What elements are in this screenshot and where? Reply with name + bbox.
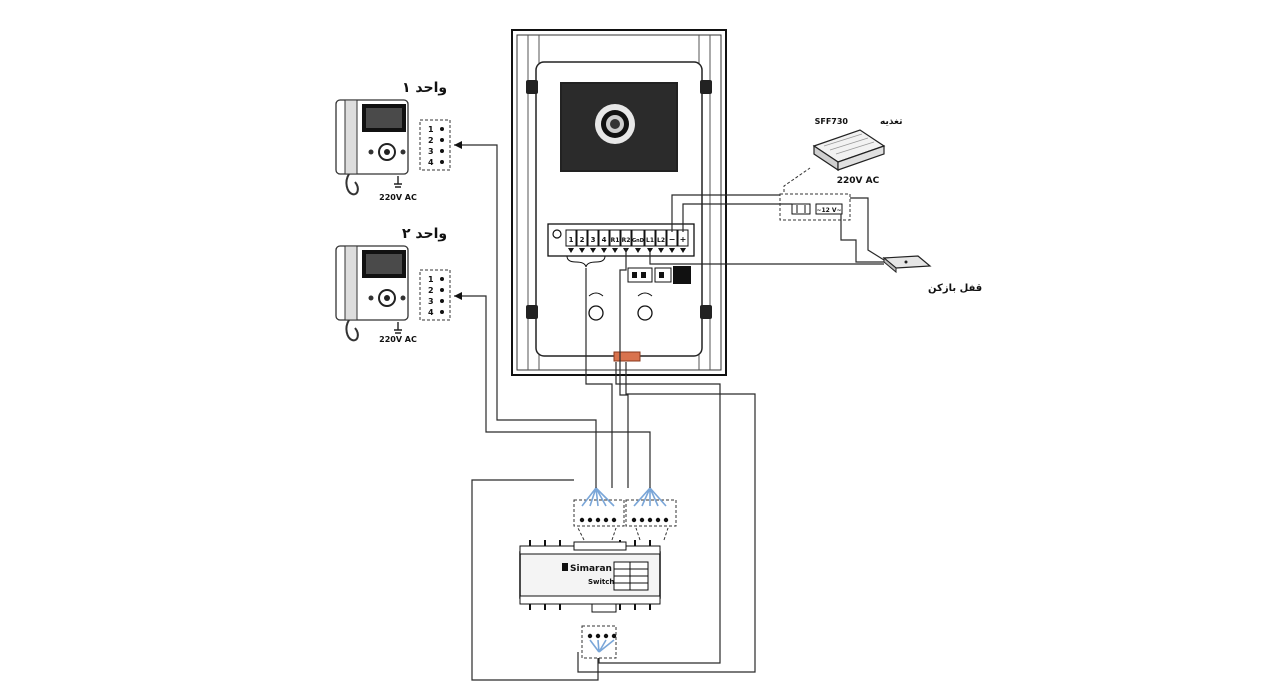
switcher-spec-table	[613, 561, 649, 591]
unit-1-terminal-3: 3	[428, 147, 434, 156]
unit-2: واحد ۲ 220V AC 1 2 3 4	[335, 226, 451, 344]
unit-1-title: واحد ۱	[402, 80, 447, 96]
panel-terminal-1: 1	[569, 236, 574, 244]
switcher: Simaran Switcher	[519, 487, 677, 659]
unit-1: واحد ۱ 220V AC 1 2 3 4	[335, 80, 451, 202]
camera-lens-icon	[595, 104, 635, 144]
unit-2-terminal-block: 1 2 3 4	[419, 269, 451, 321]
wiring	[454, 141, 885, 681]
panel-terminal-l1: L1	[646, 237, 654, 244]
unit-2-terminal-4: 4	[428, 308, 434, 317]
volume-knob-icon	[588, 292, 604, 321]
switcher-brand: Simaran	[570, 564, 612, 574]
power-supply-terminal-label: ~12 V~	[816, 207, 841, 214]
door-lock: قفل بازکن	[882, 255, 982, 294]
door-panel: 1 2 3 4 R1 R2 GnD L1 L2 − +	[511, 29, 727, 376]
switcher-label: Switcher	[588, 578, 623, 586]
unit-2-power-label: 220V AC	[379, 335, 417, 344]
power-supply-title: تغذیه	[880, 117, 903, 127]
unit-1-power-label: 220V AC	[379, 193, 417, 202]
unit-2-terminal-1: 1	[428, 275, 434, 284]
panel-terminal-l2: L2	[657, 237, 665, 244]
brightness-knob-icon	[637, 292, 653, 321]
panel-terminal-r1: R1	[611, 237, 620, 244]
power-supply-model: SFF730	[815, 117, 849, 126]
panel-terminal-minus: −	[669, 235, 676, 244]
panel-terminal-plus: +	[680, 235, 687, 244]
power-supply: تغذیه SFF730 220V AC ~12 V~	[779, 117, 903, 221]
unit-1-terminal-2: 2	[428, 136, 434, 145]
unit-2-monitor: 220V AC	[335, 245, 417, 344]
panel-terminal-r2: R2	[622, 237, 631, 244]
panel-terminal-4: 4	[602, 236, 607, 244]
unit-1-terminal-1: 1	[428, 125, 434, 134]
unit-1-monitor: 220V AC	[335, 99, 417, 202]
panel-terminal-strip: 1 2 3 4 R1 R2 GnD L1 L2 − +	[565, 229, 689, 253]
screw-icon	[526, 80, 712, 319]
power-supply-voltage: 220V AC	[837, 176, 880, 186]
panel-terminal-3: 3	[591, 236, 596, 244]
door-lock-icon	[882, 255, 932, 274]
panel-terminal-gnd: GnD	[632, 238, 644, 244]
unit-1-terminal-block: 1 2 3 4	[419, 119, 451, 171]
unit-2-terminal-3: 3	[428, 297, 434, 306]
panel-terminal-2: 2	[580, 236, 585, 244]
door-lock-label: قفل بازکن	[928, 283, 982, 294]
unit-2-terminal-2: 2	[428, 286, 434, 295]
unit-1-terminal-4: 4	[428, 158, 434, 167]
unit-2-title: واحد ۲	[402, 226, 447, 242]
